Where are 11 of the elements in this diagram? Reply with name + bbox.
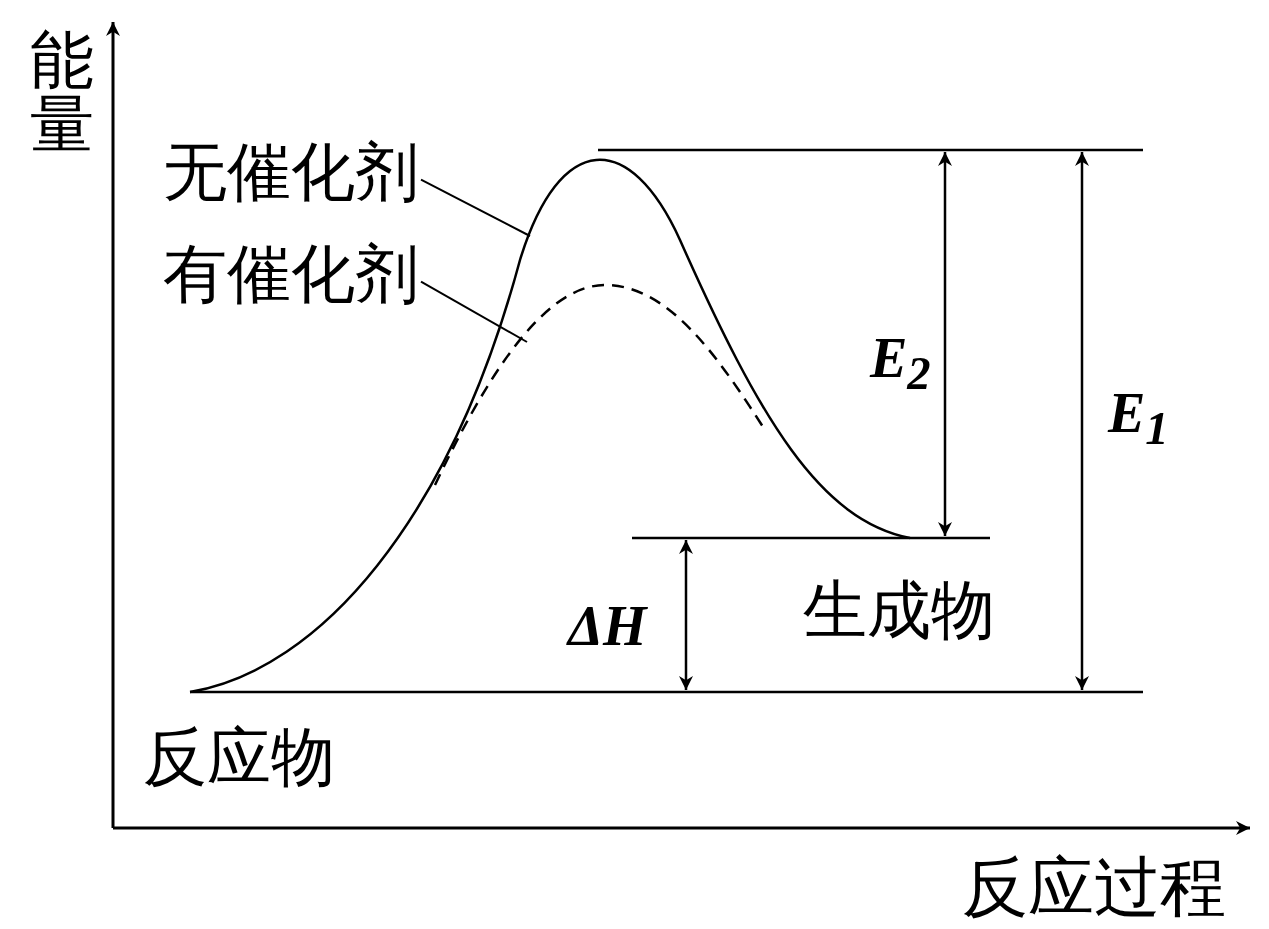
level-label: 反应物	[143, 725, 335, 789]
dimension-label: E$_{1}$	[1108, 385, 1169, 452]
dimension-label: E$_{2}$	[870, 330, 931, 397]
axis-title: 反应过程	[962, 855, 1226, 921]
leader-line	[420, 178, 531, 237]
leader-line	[420, 280, 528, 343]
level-label: 生成物	[803, 578, 995, 642]
curve-label: 无催化剂	[163, 140, 419, 204]
axis-title: 能量	[30, 28, 95, 156]
curve-label: 有催化剂	[163, 242, 419, 306]
dimension-label: ΔH	[568, 598, 647, 654]
